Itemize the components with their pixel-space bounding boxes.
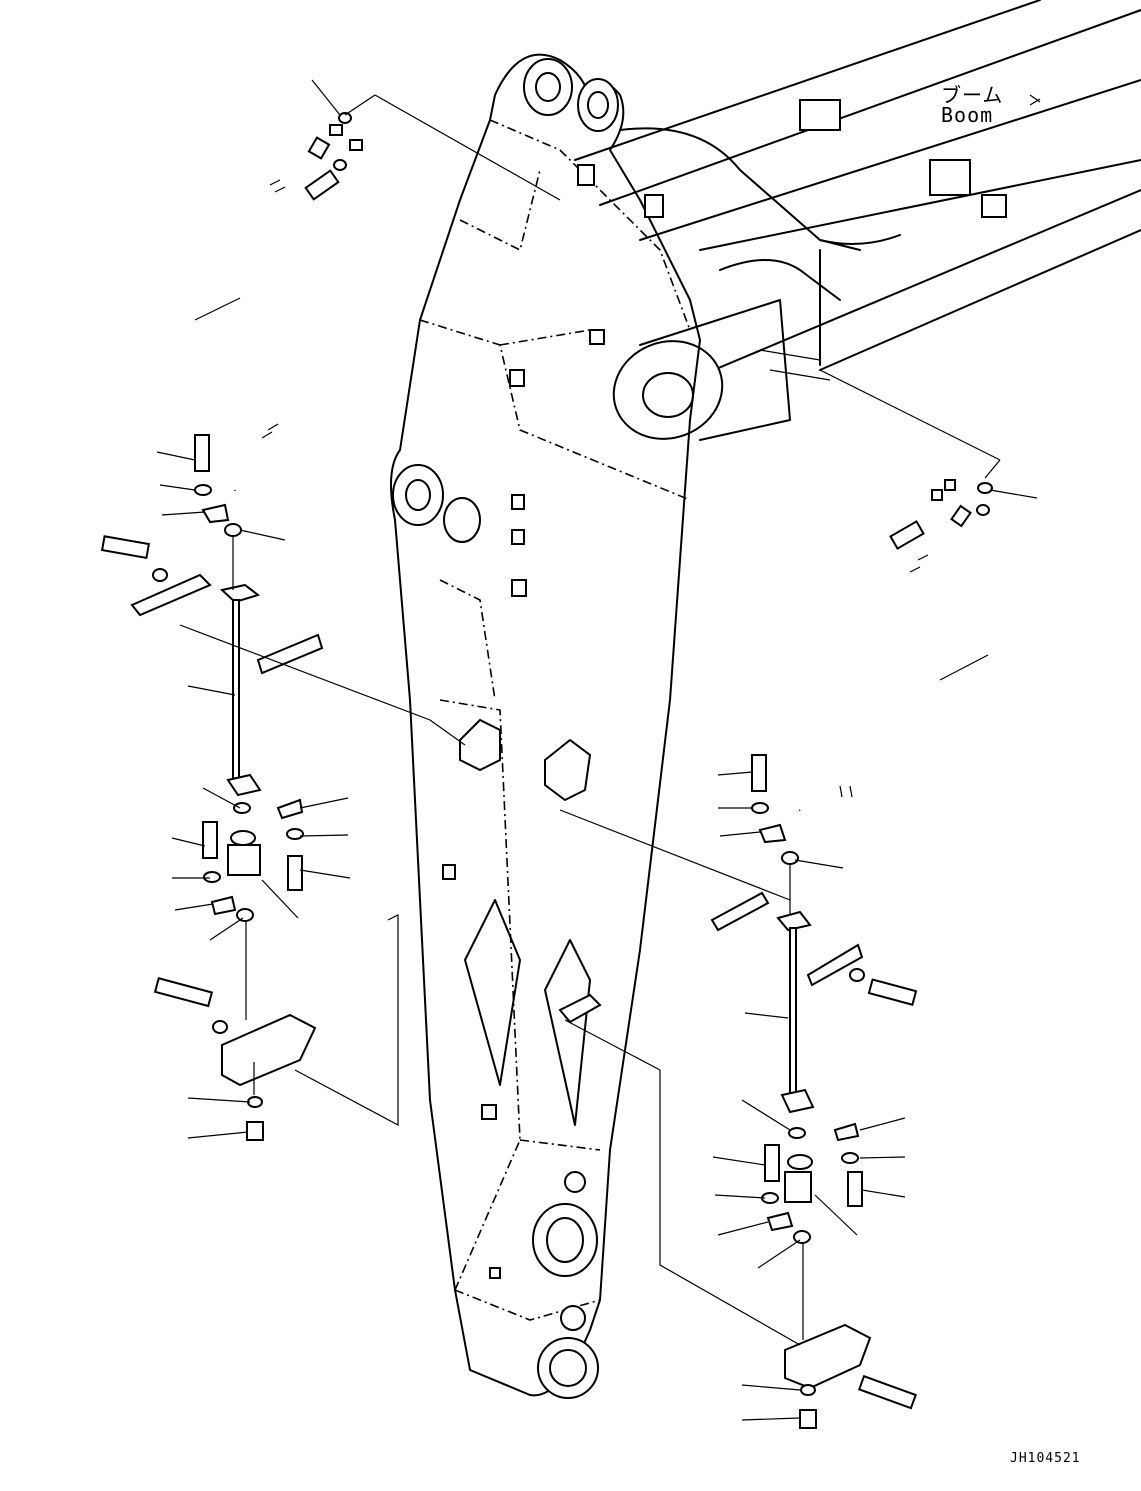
clamp-bracket: [130, 573, 212, 617]
bolt-icon: [202, 821, 218, 859]
right-hose-assembly: [559, 369, 1001, 1429]
boom-assembly: [574, 0, 1141, 441]
bolt-icon: [287, 855, 303, 891]
bolt-icon: [153, 977, 214, 1008]
plug-icon: [246, 1121, 264, 1141]
arm-top-pin-boss: [523, 58, 573, 116]
boom-hose-fitting: [981, 194, 1007, 218]
bolt-icon: [194, 434, 210, 472]
flange-icon: [780, 1088, 815, 1114]
manifold-block: [784, 1323, 872, 1390]
flange-icon: [219, 583, 261, 604]
arm-tip-pin-boss: [537, 1337, 599, 1399]
clamp-bracket: [256, 633, 324, 675]
bolt-icon: [100, 535, 151, 560]
leader-lines: [156, 79, 1038, 1421]
arm-assembly: [390, 53, 701, 1399]
bolt-icon: [764, 1144, 780, 1182]
drawing-code: JH104521: [1010, 1451, 1081, 1466]
manifold-block: [221, 1013, 317, 1087]
left-hose-assembly: [100, 94, 561, 1141]
flange-icon: [226, 773, 262, 797]
arm-mount-block-left: [459, 718, 501, 772]
boom-clamp-2: [929, 159, 971, 196]
bolt-icon: [857, 1374, 917, 1410]
bolt-icon: [867, 978, 918, 1006]
valve-block: [784, 1171, 812, 1203]
plug-icon: [799, 1409, 817, 1429]
boom-clamp-1: [799, 99, 841, 131]
bolt-icon: [304, 169, 340, 201]
bolt-icon: [751, 754, 767, 792]
flange-icon: [776, 910, 812, 932]
arm-bottom-pin-boss: [532, 1203, 598, 1277]
part-name-jp: ブーム: [941, 83, 1004, 107]
bolt-icon: [847, 1171, 863, 1207]
valve-block: [227, 844, 261, 876]
clamp-bracket: [806, 943, 864, 987]
clamp-bracket: [710, 891, 770, 932]
arm-mount-block-right: [544, 738, 592, 802]
part-name-en: Boom: [941, 103, 994, 127]
bolt-icon: [889, 520, 925, 550]
